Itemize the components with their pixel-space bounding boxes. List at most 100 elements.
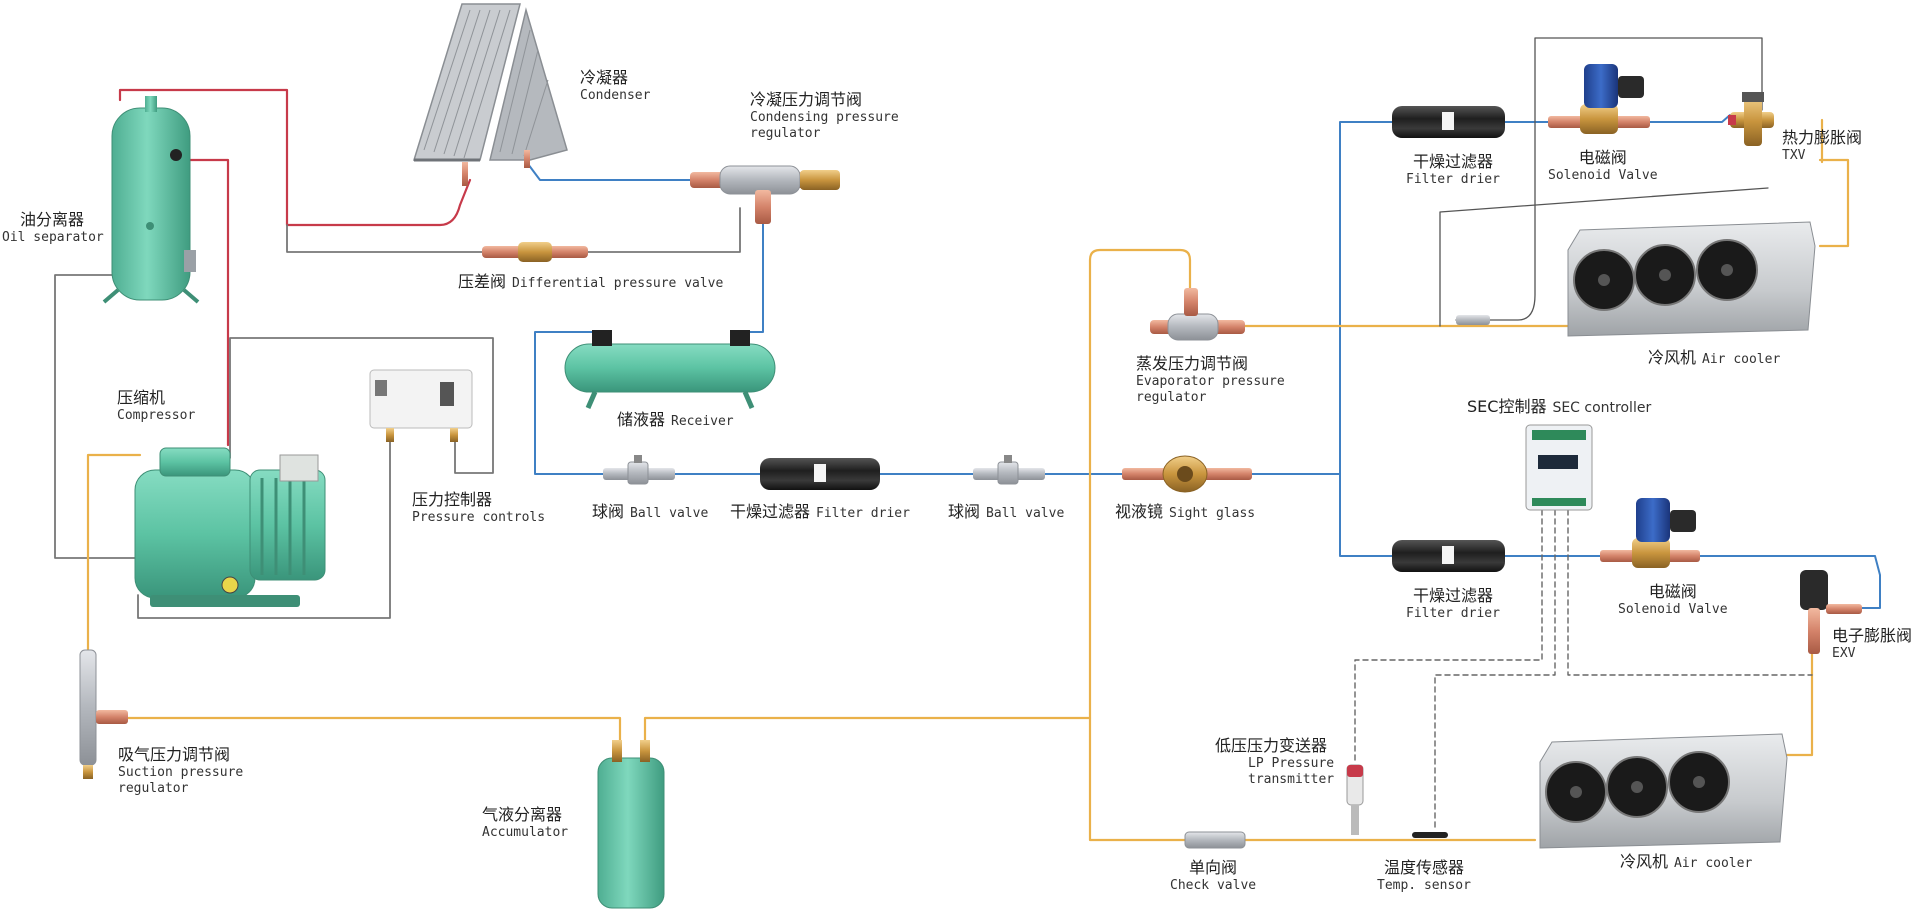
label-condensing-pressure-regulator: 冷凝压力调节阀 Condensing pressure regulator <box>750 90 899 143</box>
hot-gas-pipe-compressor-to-oilsep <box>178 158 230 447</box>
air-cooler-bottom <box>1539 733 1788 849</box>
ball-valve-2-label-zh: 球阀 <box>948 502 981 521</box>
label-filter-drier-top: 干燥过滤器 Filter drier <box>1406 152 1500 188</box>
liquid-pipe-upper-branch <box>1504 114 1731 123</box>
label-air-cooler-bottom: 冷风机 Air cooler <box>1620 852 1752 872</box>
differential-pressure-valve <box>482 242 588 262</box>
suction-reg-label-zh: 吸气压力调节阀 <box>118 745 231 764</box>
cpr-label-en-1: Condensing pressure <box>750 110 899 125</box>
check-valve-label-en: Check valve <box>1170 878 1257 893</box>
ball-valve-1 <box>603 455 675 485</box>
oil-separator <box>102 96 200 304</box>
ball-valve-2 <box>973 455 1045 485</box>
filter-drier-bottom-label-zh: 干燥过滤器 <box>1412 586 1493 605</box>
receiver-label-zh: 储液器 <box>617 410 666 429</box>
epr-label-zh: 蒸发压力调节阀 <box>1136 354 1249 373</box>
label-solenoid-top: 电磁阀 Solenoid Valve <box>1548 148 1658 184</box>
solenoid-valve-top <box>1548 64 1650 134</box>
filter-drier-top-label-zh: 干燥过滤器 <box>1412 152 1493 171</box>
txv-label-zh: 热力膨胀阀 <box>1782 128 1863 147</box>
pressure-controls-label-en: Pressure controls <box>412 510 546 525</box>
label-check-valve: 单向阀 Check valve <box>1170 858 1256 894</box>
air-cooler-top-label-en: Air cooler <box>1702 352 1781 367</box>
pressure-controls <box>369 369 473 442</box>
solenoid-bottom-label-zh: 电磁阀 <box>1648 582 1697 601</box>
cpr-label-en-2: regulator <box>750 126 821 142</box>
label-txv: 热力膨胀阀 TXV <box>1782 128 1862 164</box>
lp-pressure-transmitter <box>1346 764 1364 835</box>
pressure-controls-label-zh: 压力控制器 <box>412 490 493 509</box>
sec-label-zh: SEC控制器 <box>1467 397 1547 416</box>
label-solenoid-bottom: 电磁阀 Solenoid Valve <box>1618 582 1728 618</box>
suction-pipe-upper-cooler-return <box>1818 158 1850 248</box>
air-cooler-bottom-label-en: Air cooler <box>1674 856 1753 871</box>
evaporator-pressure-regulator <box>1150 288 1245 341</box>
accumulator <box>597 740 665 909</box>
exv-label-zh: 电子膨胀阀 <box>1832 626 1913 645</box>
sight-glass-label-zh: 视液镜 <box>1115 502 1164 521</box>
label-pressure-controls: 压力控制器 Pressure controls <box>412 490 545 526</box>
suction-pressure-regulator <box>79 649 128 779</box>
ball-valve-1-label-en: Ball valve <box>630 506 709 521</box>
txv <box>1728 92 1774 146</box>
txv-equalizer-line <box>1439 187 1769 327</box>
sight-glass <box>1122 455 1252 493</box>
label-exv: 电子膨胀阀 EXV <box>1832 626 1912 662</box>
temperature-sensor <box>1412 832 1448 838</box>
air-cooler-top-label-zh: 冷风机 <box>1648 348 1697 367</box>
suction-reg-label-en-1: Suction pressure <box>118 765 244 780</box>
label-oil-separator: 油分离器 Oil separator <box>2 210 104 246</box>
label-suction-pressure-regulator: 吸气压力调节阀 Suction pressure regulator <box>118 745 243 798</box>
control-wire-lp-transmitter <box>1354 509 1543 761</box>
oil-separator-label-zh: 油分离器 <box>20 210 85 229</box>
solenoid-valve-bottom <box>1600 498 1700 568</box>
label-filter-drier-bottom: 干燥过滤器 Filter drier <box>1406 586 1500 622</box>
bypass-pipe <box>286 224 483 253</box>
check-valve <box>1184 831 1246 849</box>
temp-sensor-label-zh: 温度传感器 <box>1383 858 1464 877</box>
liquid-pipe-cpr-to-receiver <box>737 214 764 333</box>
label-condenser: 冷凝器 Condenser <box>580 68 650 104</box>
label-evaporator-pressure-regulator: 蒸发压力调节阀 Evaporator pressure regulator <box>1136 354 1285 407</box>
suction-pipe-exv-to-lower-cooler <box>1783 648 1814 757</box>
filter-drier-top-label-en: Filter drier <box>1406 172 1500 187</box>
air-cooler-bottom-label-zh: 冷风机 <box>1620 852 1669 871</box>
condenser-label-zh: 冷凝器 <box>580 68 629 87</box>
solenoid-top-label-zh: 电磁阀 <box>1578 148 1627 167</box>
exv-label-en: EXV <box>1832 646 1856 661</box>
diff-valve-label-en: Differential pressure valve <box>512 276 724 291</box>
filter-drier-bottom-label-en: Filter drier <box>1406 606 1500 621</box>
lp-transmitter-label-zh: 低压压力变送器 <box>1215 736 1328 755</box>
sec-controller <box>1525 424 1593 511</box>
air-cooler-top <box>1456 221 1816 337</box>
pressure-control-line-upper <box>229 337 494 474</box>
oil-separator-label-en: Oil separator <box>2 230 104 245</box>
condenser-label-en: Condenser <box>580 88 651 103</box>
accumulator-label-en: Accumulator <box>482 825 569 840</box>
label-ball-valve-1: 球阀 Ball valve <box>592 502 708 522</box>
liquid-pipe-main-riser <box>1339 121 1393 475</box>
txv-capillary <box>1455 37 1763 321</box>
liquid-pipe-lower-riser <box>1339 473 1393 557</box>
suction-pipe-accumulator-to-regulator <box>123 716 622 747</box>
hot-gas-pipe-oilsep-to-condenser <box>118 88 472 227</box>
compressor-label-zh: 压缩机 <box>117 388 166 407</box>
accumulator-label-zh: 气液分离器 <box>482 805 563 824</box>
filter-drier-bottom <box>1392 540 1505 572</box>
solenoid-bottom-label-en: Solenoid Valve <box>1618 602 1728 617</box>
filter-drier-main-label-en: Filter drier <box>816 506 910 521</box>
lp-transmitter-label-en-2: transmitter <box>1248 772 1335 788</box>
lp-transmitter-label-en-1: LP Pressure <box>1248 756 1335 771</box>
label-air-cooler-top: 冷风机 Air cooler <box>1648 348 1780 368</box>
ball-valve-1-label-zh: 球阀 <box>592 502 625 521</box>
liquid-pipe-condenser-to-cpr <box>524 159 701 181</box>
diff-valve-label-zh: 压差阀 <box>458 272 507 291</box>
label-accumulator: 气液分离器 Accumulator <box>482 805 568 841</box>
condensing-pressure-regulator <box>690 165 840 224</box>
temp-sensor-label-en: Temp. sensor <box>1377 878 1471 893</box>
